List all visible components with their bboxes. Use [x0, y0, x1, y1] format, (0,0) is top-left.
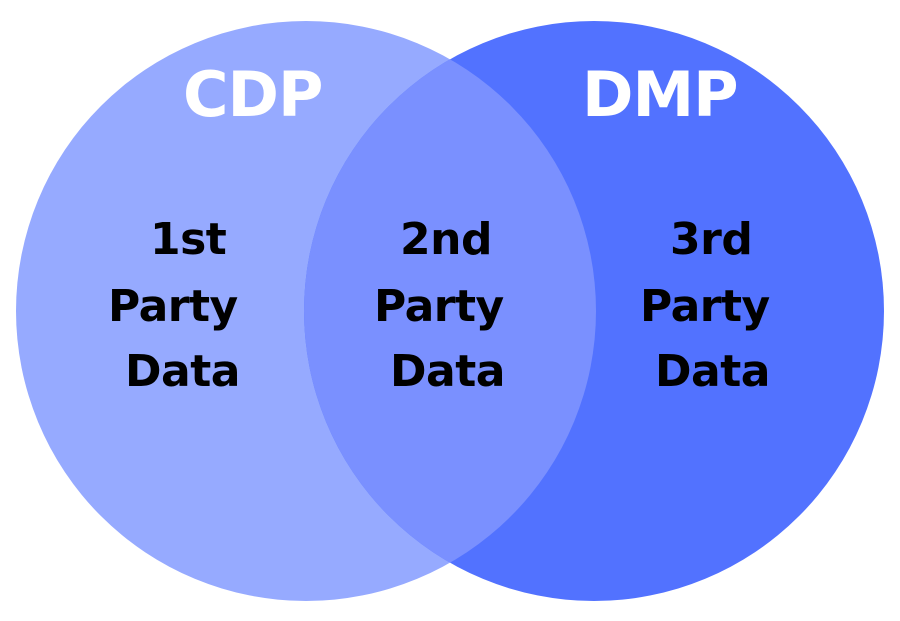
first-party-line2: Party	[108, 281, 238, 332]
first-party-line1: 1st	[150, 214, 227, 265]
second-party-line2: Party	[374, 281, 504, 332]
third-party-line3: Data	[655, 346, 770, 397]
overlap-region	[304, 21, 596, 601]
second-party-line3: Data	[390, 346, 505, 397]
first-party-line3: Data	[125, 346, 240, 397]
second-party-line1: 2nd	[400, 214, 492, 265]
dmp-title: DMP	[582, 58, 739, 131]
cdp-title: CDP	[183, 58, 323, 131]
third-party-line1: 3rd	[670, 214, 753, 265]
third-party-line2: Party	[640, 281, 770, 332]
